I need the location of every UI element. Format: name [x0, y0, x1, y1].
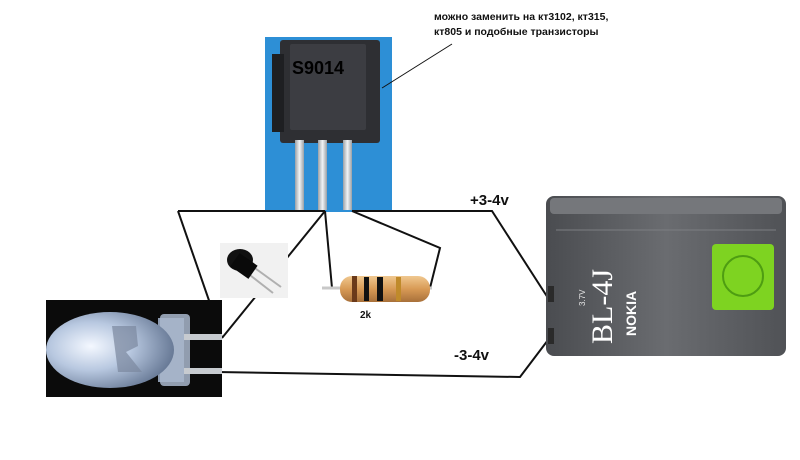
wires	[177, 210, 549, 379]
transistor-s9014: S9014	[265, 37, 392, 212]
led-leg	[184, 334, 222, 340]
ir-led	[46, 300, 222, 397]
resistor-band	[364, 277, 369, 301]
photodiode	[220, 243, 288, 298]
battery-bl4j: 3.7V BL-4J NOKIA	[546, 196, 786, 356]
annotation-line-2: кт805 и подобные транзисторы	[434, 26, 599, 38]
battery-voltage: 3.7V	[578, 289, 587, 306]
minus-label: -3-4v	[454, 347, 490, 364]
resistor-2k	[322, 276, 432, 302]
transistor-label: S9014	[292, 58, 344, 78]
resistor-band	[377, 277, 383, 301]
resistor-band	[352, 276, 357, 302]
battery-hologram	[712, 244, 774, 310]
wire-emitter-plus	[352, 210, 549, 299]
annotation-text: можно заменить на кт3102, кт315, кт805 и…	[434, 10, 734, 40]
resistor-label: 2k	[360, 310, 372, 321]
transistor-leg	[318, 140, 327, 210]
battery-model: BL-4J	[586, 269, 619, 344]
wire-resistor-emitter	[351, 210, 442, 289]
annotation-line-1: можно заменить на кт3102, кт315,	[434, 11, 609, 23]
wire-minus	[216, 339, 549, 379]
battery-brand: NOKIA	[623, 291, 639, 336]
plus-label: +3-4v	[470, 192, 509, 209]
resistor-band	[396, 277, 401, 301]
transistor-leg	[295, 140, 304, 210]
annotation-pointer-line	[381, 43, 453, 89]
wire-base-resistor	[324, 210, 340, 289]
led-leg	[184, 368, 222, 374]
transistor-leg	[343, 140, 352, 210]
